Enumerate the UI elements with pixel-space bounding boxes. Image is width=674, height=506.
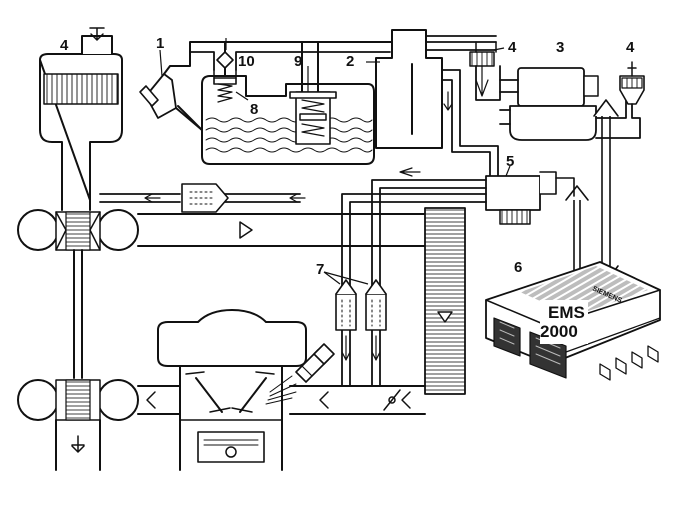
callout-10: 10 bbox=[238, 53, 255, 70]
intercooler bbox=[424, 207, 466, 395]
charcoal-canister bbox=[375, 29, 499, 177]
callout-4-right: 4 bbox=[626, 39, 635, 56]
fuel-injector bbox=[295, 343, 335, 383]
turbo-turbine bbox=[17, 379, 139, 471]
check-valve-7a bbox=[335, 279, 357, 361]
filler-neck bbox=[139, 41, 401, 131]
callout-7: 7 bbox=[316, 261, 324, 278]
callout-4-left: 4 bbox=[60, 37, 69, 54]
callout-2: 2 bbox=[346, 53, 354, 70]
valve-9 bbox=[289, 41, 337, 145]
fuel-tank bbox=[177, 75, 375, 165]
callout-leaders bbox=[159, 38, 511, 285]
air-filter-left bbox=[39, 27, 123, 201]
callout-6: 6 bbox=[514, 259, 522, 276]
engine-intake-pipe bbox=[289, 385, 426, 415]
ecu-label-line2: 2000 bbox=[540, 322, 578, 341]
filter-top-middle bbox=[469, 41, 501, 101]
leak-detection-pump bbox=[499, 67, 627, 141]
callout-5: 5 bbox=[506, 153, 514, 170]
filter-right bbox=[595, 61, 645, 139]
valve-8 bbox=[213, 69, 237, 103]
check-valve-7b bbox=[365, 279, 387, 361]
vent-lines-top bbox=[189, 41, 391, 71]
callout-1: 1 bbox=[156, 35, 164, 52]
intake-pipe bbox=[137, 213, 426, 247]
engine bbox=[157, 309, 307, 471]
callout-9: 9 bbox=[294, 53, 302, 70]
purge-valve bbox=[371, 167, 557, 387]
callout-4-middle: 4 bbox=[508, 39, 517, 56]
exhaust-pipe bbox=[137, 385, 181, 415]
callout-3: 3 bbox=[556, 39, 564, 56]
callout-8: 8 bbox=[250, 101, 258, 118]
ecu-label-bg bbox=[540, 300, 588, 344]
turbo-compressor bbox=[17, 199, 139, 379]
jet-pump-upper bbox=[181, 183, 229, 213]
valve-10 bbox=[216, 41, 234, 77]
ecu-label-line1: EMS bbox=[548, 303, 585, 322]
